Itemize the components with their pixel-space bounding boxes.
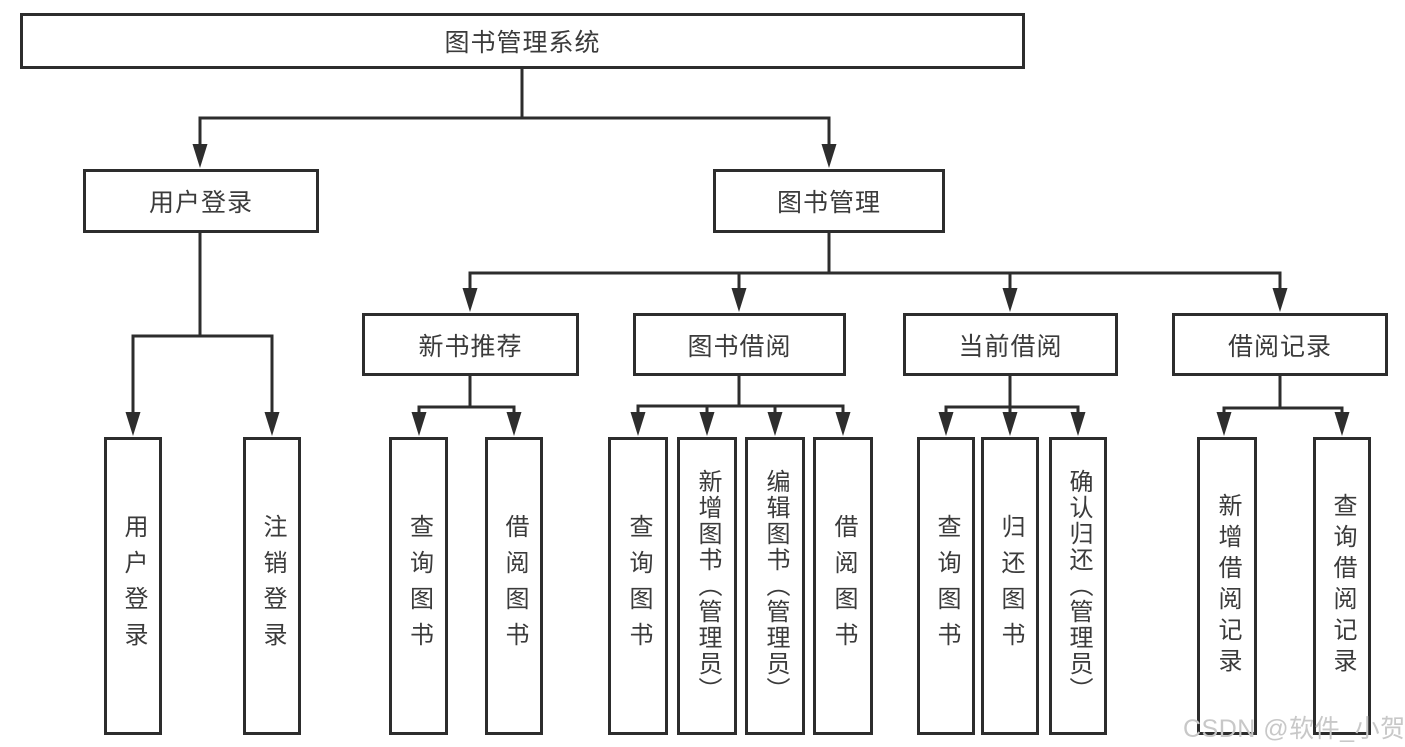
leaf-recommend-borrow-books: 借阅图书 [485,437,543,735]
node-borrowing-records: 借阅记录 [1172,313,1388,376]
leaf-user-login: 用户登录 [104,437,162,735]
leaf-current-query-books: 查询图书 [917,437,975,735]
node-library-management-system: 图书管理系统 [20,13,1025,69]
leaf-current-return-books: 归还图书 [981,437,1039,735]
leaf-records-add-record: 新增借阅记录 [1197,437,1257,735]
node-book-borrowing: 图书借阅 [633,313,846,376]
node-user-login: 用户登录 [83,169,319,233]
leaf-current-confirm-return-admin: 确认归还（管理员） [1049,437,1107,735]
leaf-recommend-query-books: 查询图书 [389,437,448,735]
node-book-management: 图书管理 [713,169,945,233]
connector-lines [131,67,1344,432]
leaf-borrowing-query-books: 查询图书 [608,437,668,735]
arrowheads [125,144,1350,436]
node-current-borrowing: 当前借阅 [903,313,1118,376]
leaf-logout: 注销登录 [243,437,301,735]
leaf-borrowing-add-books-admin: 新增图书（管理员） [677,437,737,735]
leaf-borrowing-borrow-books: 借阅图书 [813,437,873,735]
leaf-records-query-record: 查询借阅记录 [1313,437,1371,735]
node-new-book-recommend: 新书推荐 [362,313,579,376]
csdn-watermark: CSDN @软件_小贺同学 [1183,715,1405,743]
leaf-borrowing-edit-books-admin: 编辑图书（管理员） [745,437,805,735]
